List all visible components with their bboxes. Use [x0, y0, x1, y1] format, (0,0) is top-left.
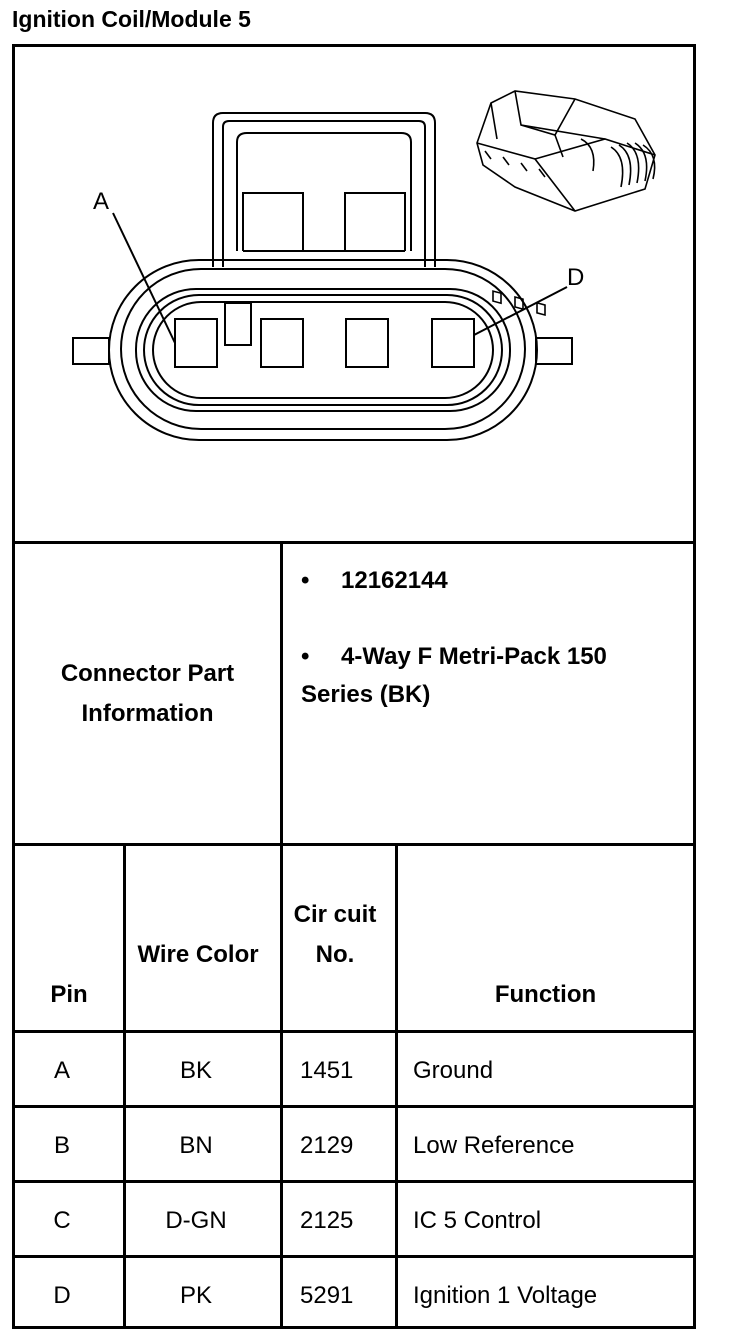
cell-circuit: 2125	[300, 1207, 354, 1234]
connector-iso-icon	[476, 90, 656, 317]
cell-color: D-GN	[165, 1207, 227, 1234]
connector-type: 4-Way F Metri-Pack 150 Series (BK)	[301, 643, 607, 708]
connector-type-item: •4-Way F Metri-Pack 150 Series (BK)	[301, 638, 641, 714]
header-wire-color: Wire Color	[137, 941, 259, 968]
cell-function: Low Reference	[413, 1132, 575, 1159]
part-number: 12162144	[341, 567, 448, 594]
cell-pin: A	[53, 1057, 70, 1084]
cell-pin: B	[53, 1132, 70, 1159]
part-number-item: • 12162144	[301, 562, 641, 600]
cell-function: Ignition 1 Voltage	[413, 1282, 598, 1309]
divider	[15, 843, 693, 846]
divider	[280, 541, 283, 846]
connector-part-label: Connector Part Information	[15, 544, 280, 844]
divider	[15, 1030, 693, 1033]
divider	[280, 843, 283, 1329]
header-pin: Pin	[50, 981, 88, 1008]
pin-a-callout: A	[93, 188, 109, 215]
connector-diagram-cell: A D	[15, 47, 693, 541]
cell-function: Ground	[413, 1057, 494, 1084]
connector-table: A D	[12, 44, 696, 1329]
cell-circuit: 1451	[300, 1057, 354, 1084]
cell-color: BK	[179, 1057, 212, 1084]
cell-color: BN	[179, 1132, 213, 1159]
divider	[15, 1105, 693, 1108]
connector-face-diagram: A D	[72, 90, 656, 441]
bullet-icon: •	[301, 643, 310, 670]
bullet-icon: •	[301, 567, 310, 594]
header-circuit: Cir cuit No.	[293, 901, 377, 968]
divider	[15, 1180, 693, 1183]
divider	[15, 1255, 693, 1258]
connector-part-label-text: Connector Part Information	[60, 660, 235, 727]
cell-color: PK	[179, 1282, 212, 1309]
cell-circuit: 2129	[300, 1132, 354, 1159]
connector-part-list: •12162144 •4-Way F Metri-Pack 150 Series…	[301, 562, 641, 714]
cell-function: IC 5 Control	[413, 1207, 542, 1234]
cell-circuit: 5291	[300, 1282, 354, 1309]
divider	[123, 843, 126, 1329]
pin-d-callout: D	[567, 264, 584, 291]
cell-pin: C	[53, 1207, 71, 1234]
divider	[15, 541, 693, 544]
page-title: Ignition Coil/Module 5	[12, 6, 251, 32]
divider	[395, 843, 398, 1329]
header-function: Function	[494, 981, 597, 1008]
cell-pin: D	[53, 1282, 71, 1309]
